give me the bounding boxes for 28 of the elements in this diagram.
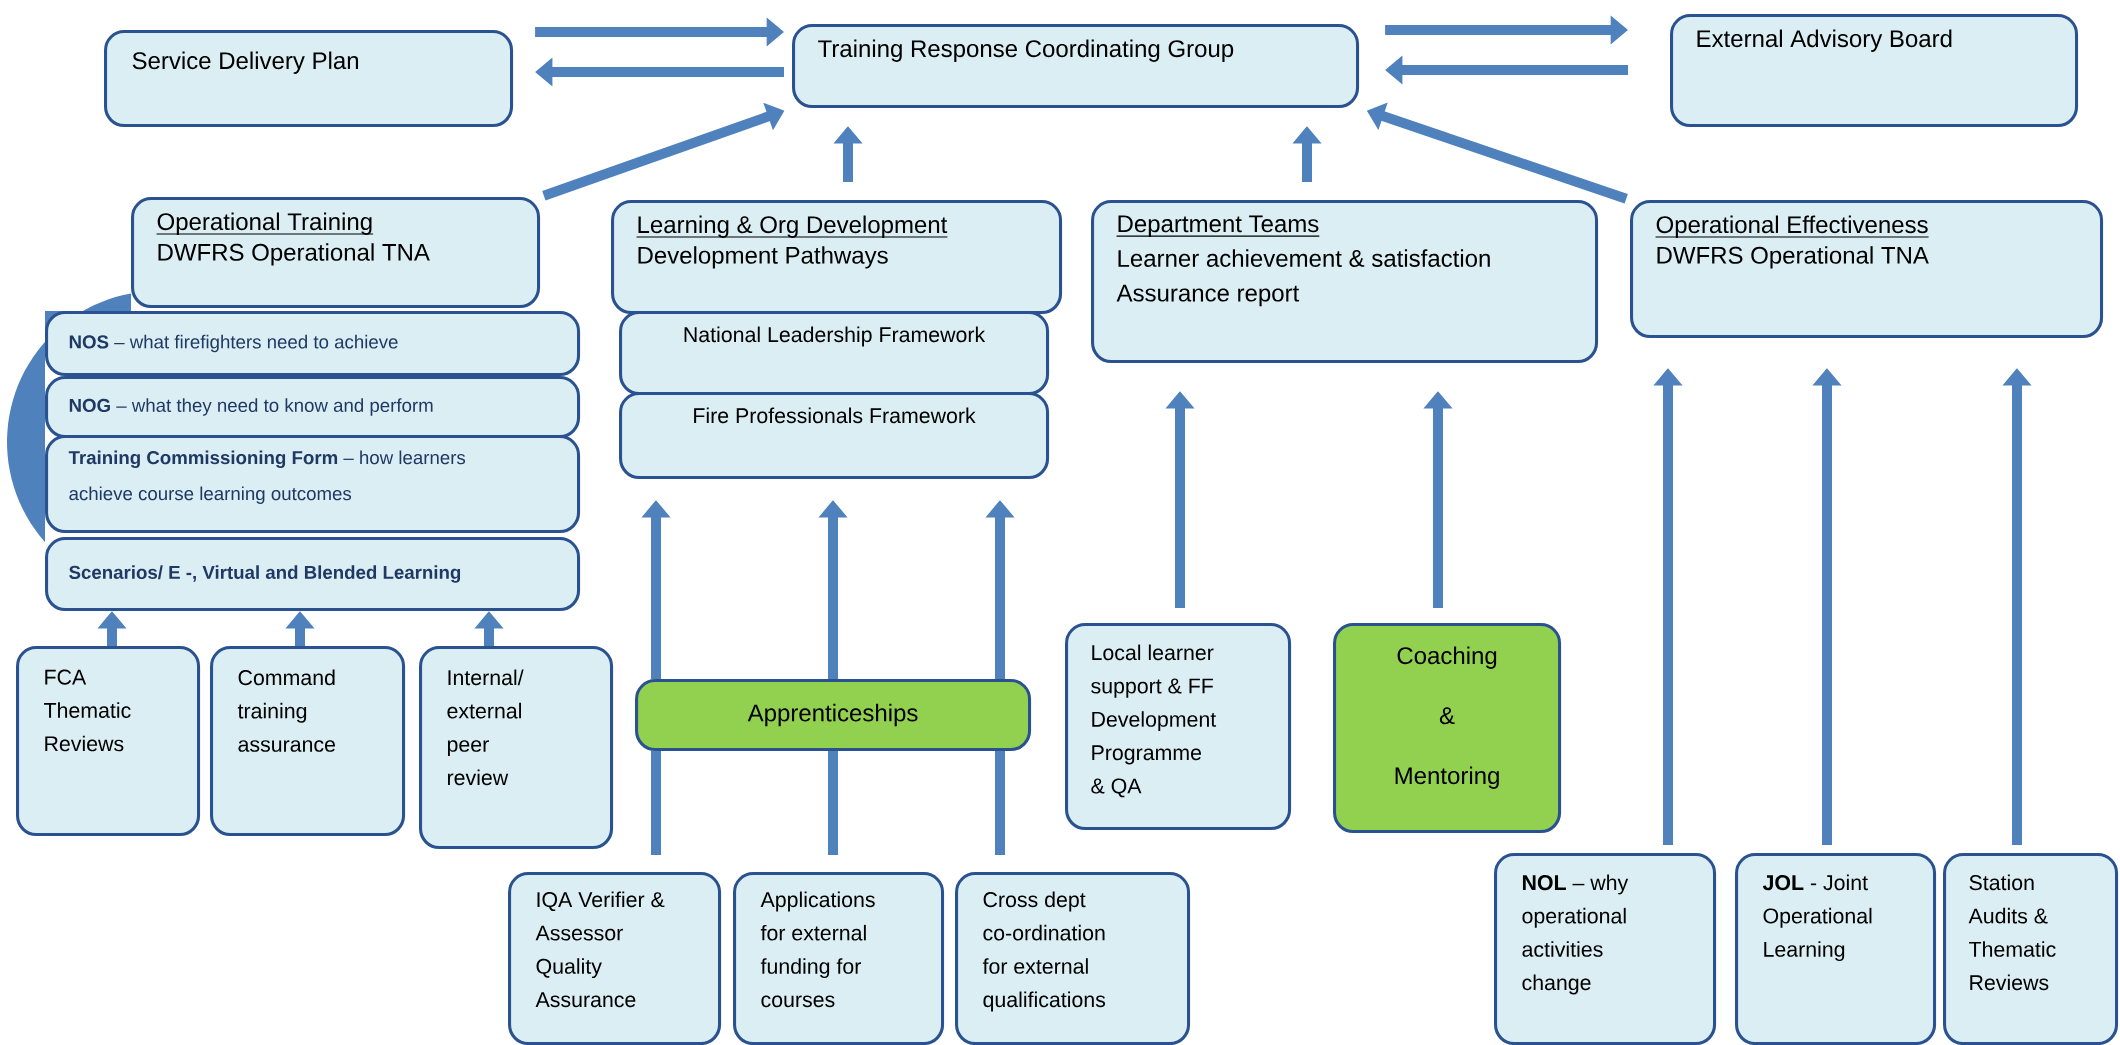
process-box: Fire Professionals Framework [619, 392, 1050, 480]
process-box: External Advisory Board [1670, 14, 2079, 128]
process-box: Cross dept co-ordination for external qualifications [955, 872, 1191, 1045]
connector-bar [995, 751, 1005, 855]
process-box: Training Response Coordinating Group [792, 24, 1360, 109]
process-box: Learning & Org Development Development Pathways [611, 200, 1063, 315]
process-box: Internal/ external peer review [419, 646, 614, 850]
process-box: Scenarios/ E -, Virtual and Blended Learning [45, 537, 581, 612]
process-box: Applications for external funding for courses [733, 872, 945, 1045]
process-box: Apprenticeships [635, 679, 1032, 752]
process-box: Coaching & Mentoring [1333, 623, 1562, 834]
process-box: NOS – what firefighters need to achieve [45, 311, 581, 377]
process-box: JOL - Joint Operational Learning [1735, 853, 1937, 1045]
process-box: Service Delivery Plan [104, 30, 514, 128]
process-box: NOL – why operational activities change [1494, 853, 1717, 1045]
process-box: NOG – what they need to know and perform [45, 376, 581, 439]
process-box: Department Teams Learner achievement & satisfaction Assurance report [1091, 200, 1599, 364]
connector-bar [651, 751, 661, 855]
process-box: Training Commissioning Form – how learners achieve course learning outcomes [45, 435, 581, 534]
process-box: Operational Training DWFRS Operational TNA [131, 197, 541, 309]
process-box: Command training assurance [210, 646, 406, 837]
process-box: Station Audits & Thematic Reviews [1943, 853, 2119, 1045]
process-box: Local learner support & FF Development Programme & QA [1065, 623, 1292, 831]
process-box: National Leadership Framework [619, 311, 1050, 396]
process-box: FCA Thematic Reviews [16, 646, 201, 837]
process-box: Operational Effectiveness DWFRS Operational TNA [1630, 200, 2104, 339]
connector-bar [828, 751, 838, 855]
process-box: IQA Verifier & Assessor Quality Assurance [508, 872, 722, 1045]
